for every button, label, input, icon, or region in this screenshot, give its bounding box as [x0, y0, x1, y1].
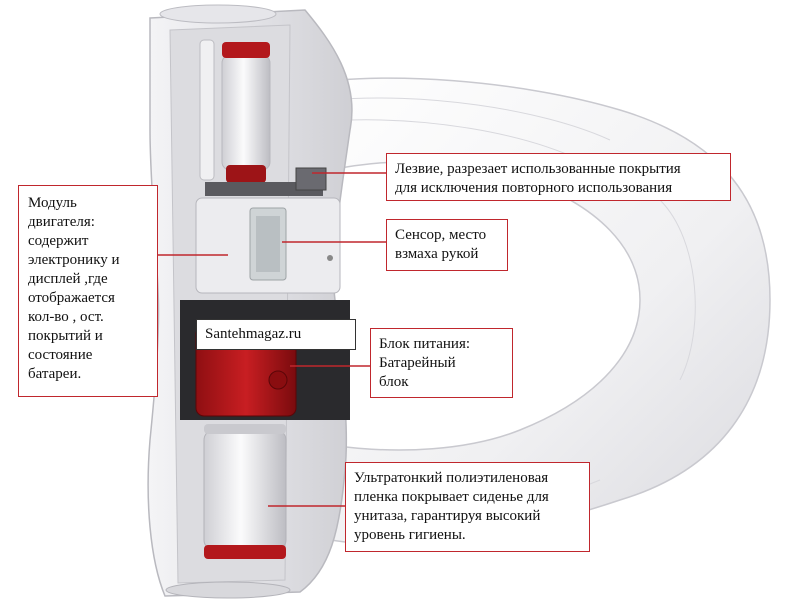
callout-line: отображается [28, 290, 115, 306]
callout-film: Ультратонкий полиэтиленовая пленка покры… [345, 462, 590, 552]
callout-line: двигателя: [28, 214, 95, 230]
callout-line: унитаза, гарантируя высокий [354, 508, 541, 524]
lower-film-roll [203, 424, 287, 559]
callout-line: Сенсор, место [395, 227, 487, 243]
callout-line: Ультратонкий полиэтиленовая [354, 470, 549, 486]
callout-line: для исключения повторного использования [395, 180, 673, 196]
motor-sensor-module [195, 197, 341, 294]
callout-line: Батарейный [379, 355, 456, 371]
callout-line: покрытий и [28, 328, 103, 344]
callout-line: взмаха рукой [395, 246, 479, 262]
callout-line: дисплей ,где [28, 271, 108, 287]
callout-line: Лезвие, разрезает использованные покрыти… [395, 161, 681, 177]
callout-line: состояние [28, 347, 93, 363]
callout-sensor: Сенсор, место взмаха рукой [386, 219, 508, 271]
callout-line: блок [379, 374, 409, 390]
callout-line: электронику и [28, 252, 120, 268]
callout-line: Модуль [28, 195, 77, 211]
upper-film-roll [199, 39, 271, 183]
leader-lines [158, 172, 386, 507]
callout-blade: Лезвие, разрезает использованные покрыти… [386, 153, 731, 201]
callout-motor-module: Модуль двигателя: содержит электронику и… [18, 185, 158, 397]
callout-line: пленка покрывает сиденье для [354, 489, 549, 505]
watermark-label: Santehmagaz.ru [196, 319, 356, 350]
callout-power: Блок питания: Батарейный блок [370, 328, 513, 398]
callout-line: уровень гигиены. [354, 527, 466, 543]
callout-line: содержит [28, 233, 89, 249]
callout-line: кол-во , ост. [28, 309, 104, 325]
callout-line: Блок питания: [379, 336, 471, 352]
callout-line: батареи. [28, 366, 82, 382]
